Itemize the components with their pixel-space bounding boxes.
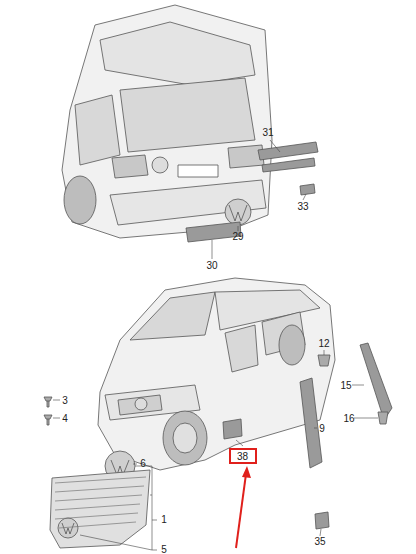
callout-number: 5 — [161, 545, 167, 554]
trim-piece — [315, 512, 329, 529]
callout-number: 12 — [318, 339, 329, 349]
pillar-trim — [360, 343, 392, 420]
trim-strip — [258, 142, 318, 160]
clip — [318, 355, 330, 366]
callout-number: 15 — [340, 381, 351, 391]
callout-number: 4 — [62, 414, 68, 424]
leader-lines — [53, 140, 378, 550]
rear-wheel — [64, 176, 96, 224]
callout-number: 30 — [206, 261, 217, 271]
highlight-box: 38 — [229, 448, 257, 464]
rear-emblem — [225, 199, 251, 225]
callout-number: 38 — [237, 452, 249, 462]
front-car-body — [98, 278, 335, 470]
callout-number: 33 — [297, 202, 308, 212]
pillar-trim — [300, 378, 322, 468]
callout-number: 31 — [262, 128, 273, 138]
rear-window — [120, 78, 255, 152]
callout-number: 16 — [343, 414, 354, 424]
trim-piece — [300, 184, 315, 195]
callout-number: 1 — [161, 515, 167, 525]
callout-number: 29 — [232, 232, 243, 242]
trim-piece — [223, 419, 242, 439]
rear-car-body — [62, 5, 272, 238]
callout-number: 6 — [140, 459, 146, 469]
front-wheel — [163, 411, 207, 465]
radiator-grille — [50, 470, 150, 548]
callout-number: 35 — [314, 537, 325, 547]
callout-number: 9 — [319, 424, 325, 434]
clip — [378, 412, 388, 424]
callout-number: 3 — [62, 396, 68, 406]
screw — [44, 397, 52, 407]
screw — [44, 415, 52, 425]
rear-wheel — [279, 325, 305, 365]
pointer-arrow — [236, 466, 251, 548]
